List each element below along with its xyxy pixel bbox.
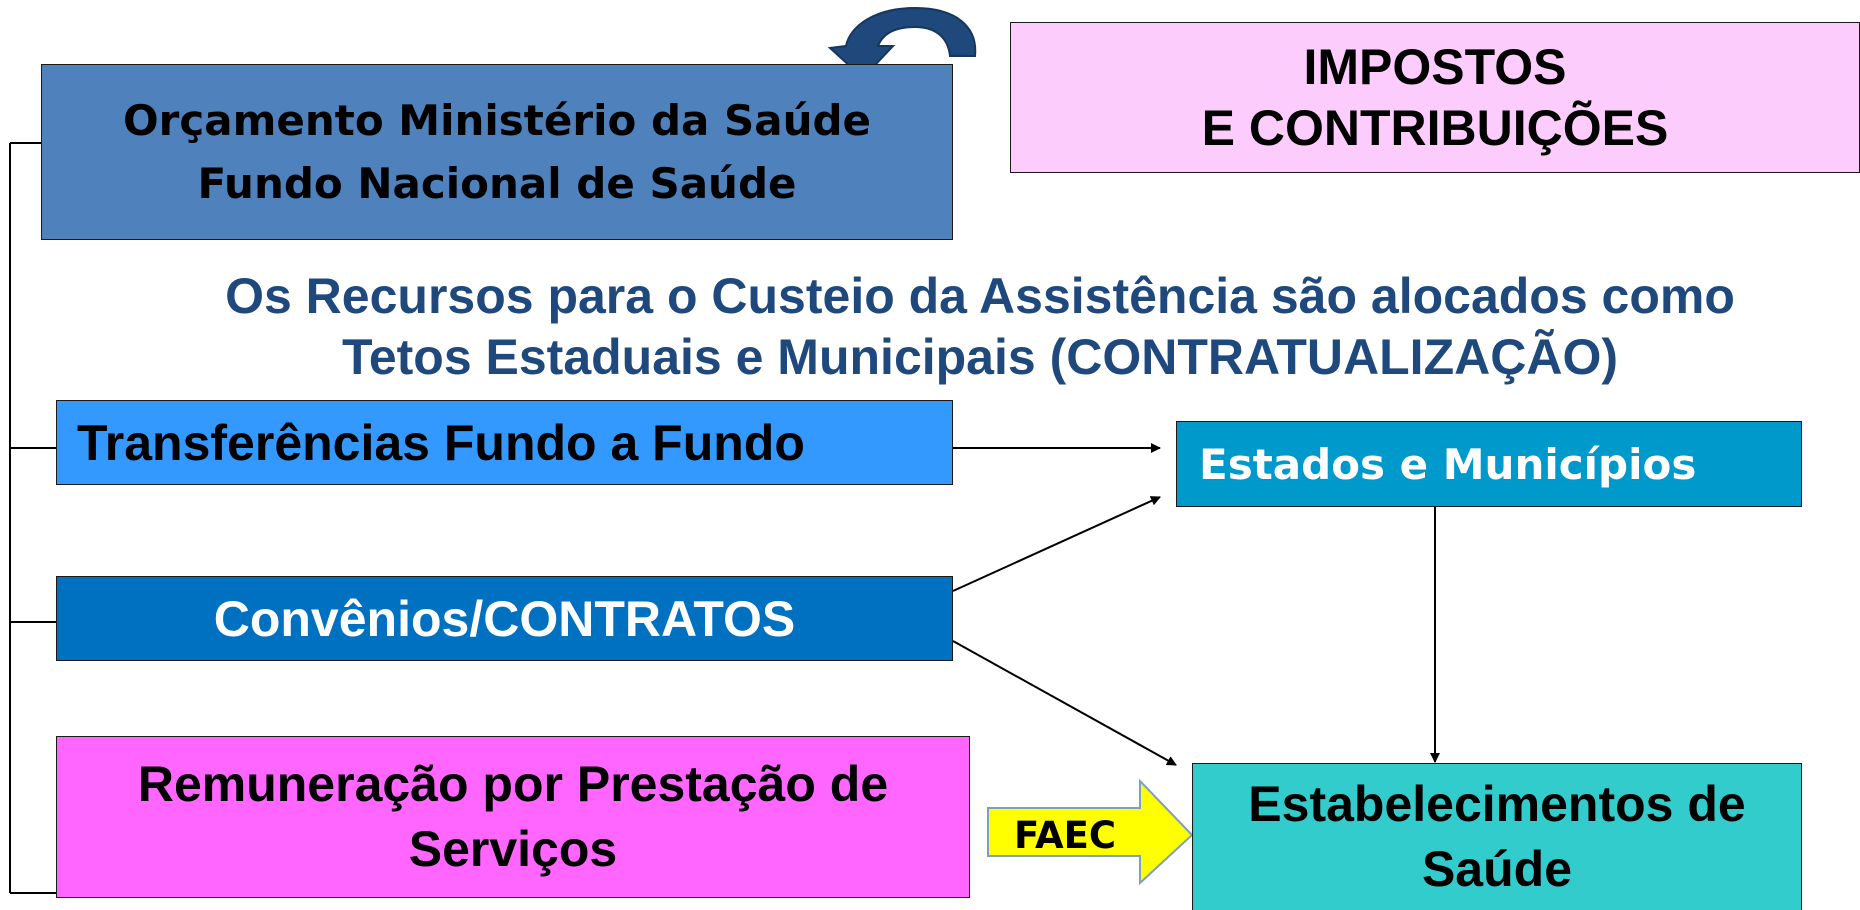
arrow-convenios-to-estabelecimentos: [952, 640, 1177, 766]
faec-arrow: [987, 778, 1194, 886]
estados-municipios-box: Estados e Municípios: [1176, 421, 1802, 507]
remuneracao-label: Remuneração por Prestação de Serviços: [137, 756, 889, 877]
orcamento-label: Orçamento Ministério da Saúde Fundo Naci…: [122, 96, 872, 208]
transferencias-label: Transferências Fundo a Fundo: [77, 414, 805, 471]
transferencias-box: Transferências Fundo a Fundo: [56, 400, 953, 485]
impostos-contribuicoes-box: IMPOSTOS E CONTRIBUIÇÕES: [1010, 22, 1860, 173]
estabelecimentos-label: Estabelecimentos de Saúde: [1248, 776, 1746, 897]
estados-label: Estados e Municípios: [1199, 439, 1697, 489]
arrow-convenios-to-estados: [952, 496, 1161, 592]
estabelecimentos-saude-box: Estabelecimentos de Saúde: [1192, 763, 1802, 910]
diagram-heading: Os Recursos para o Custeio da Assistênci…: [225, 268, 1735, 385]
left-bracket: [9, 142, 56, 894]
faec-label: FAEC: [1013, 813, 1117, 857]
orcamento-ministerio-box: Orçamento Ministério da Saúde Fundo Naci…: [41, 64, 953, 240]
curved-arrow-icon: [827, 6, 977, 80]
impostos-label: IMPOSTOS E CONTRIBUIÇÕES: [1201, 38, 1669, 156]
convenios-label: Convênios/CONTRATOS: [213, 590, 796, 647]
convenios-contratos-box: Convênios/CONTRATOS: [56, 576, 953, 661]
remuneracao-box: Remuneração por Prestação de Serviços: [56, 736, 970, 898]
